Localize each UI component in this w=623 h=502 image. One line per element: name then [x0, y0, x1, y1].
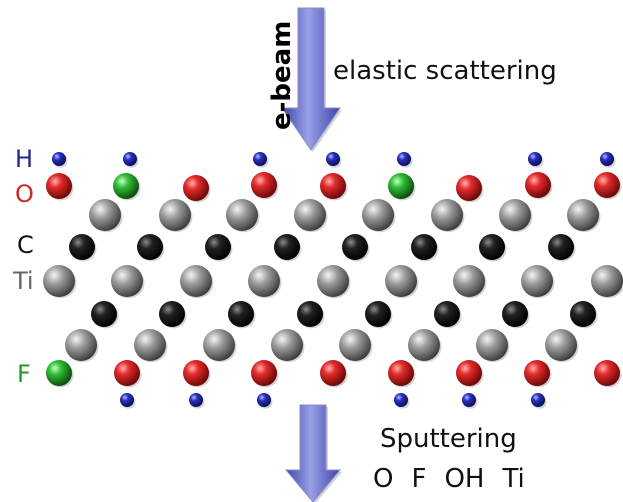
carbon-atom	[228, 301, 254, 327]
oxygen-atom	[183, 360, 209, 386]
oxygen-atom	[525, 172, 551, 198]
oxygen-atom	[114, 360, 140, 386]
titanium-atom	[294, 199, 326, 231]
oxygen-atom	[456, 360, 482, 386]
titanium-atom	[567, 199, 599, 231]
oxygen-atom	[388, 360, 414, 386]
titanium-atom	[317, 265, 349, 297]
ebeam-label: e-beam	[267, 20, 297, 130]
element-label-f: F	[17, 360, 31, 388]
hydrogen-atom	[600, 152, 614, 166]
titanium-atom	[499, 199, 531, 231]
titanium-atom	[476, 329, 508, 361]
sputtered-species-list: O F OH Ti	[373, 464, 525, 494]
fluorine-atom	[46, 360, 72, 386]
element-label-ti: Ti	[13, 267, 34, 295]
titanium-atom	[521, 265, 553, 297]
titanium-atom	[226, 199, 258, 231]
ebeam-arrow-icon	[281, 7, 342, 152]
carbon-atom	[434, 301, 460, 327]
titanium-atom	[408, 329, 440, 361]
carbon-atom	[69, 234, 95, 260]
fluorine-atom	[113, 173, 139, 199]
element-label-c: C	[17, 231, 34, 259]
carbon-atom	[274, 234, 300, 260]
titanium-atom	[385, 265, 417, 297]
titanium-atom	[43, 265, 75, 297]
carbon-atom	[91, 301, 117, 327]
carbon-atom	[137, 234, 163, 260]
carbon-atom	[479, 234, 505, 260]
titanium-atom	[111, 265, 143, 297]
species-oh: OH	[444, 464, 485, 494]
titanium-atom	[65, 329, 97, 361]
titanium-atom	[591, 265, 623, 297]
hydrogen-atom	[528, 152, 542, 166]
titanium-atom	[248, 265, 280, 297]
elastic-scattering-label: elastic scattering	[333, 56, 557, 86]
titanium-atom	[431, 199, 463, 231]
oxygen-atom	[320, 173, 346, 199]
hydrogen-atom	[394, 393, 408, 407]
titanium-atom	[89, 199, 121, 231]
oxygen-atom	[594, 172, 620, 198]
titanium-atom	[271, 329, 303, 361]
titanium-atom	[362, 199, 394, 231]
titanium-atom	[159, 199, 191, 231]
titanium-atom	[453, 265, 485, 297]
sputtering-label: Sputtering	[380, 424, 517, 454]
fluorine-atom	[388, 173, 414, 199]
oxygen-atom	[320, 360, 346, 386]
oxygen-atom	[251, 172, 277, 198]
atom-lattice	[43, 152, 623, 409]
hydrogen-atom	[257, 393, 271, 407]
titanium-atom	[339, 329, 371, 361]
carbon-atom	[365, 301, 391, 327]
titanium-atom	[545, 329, 577, 361]
titanium-atom	[203, 329, 235, 361]
oxygen-atom	[456, 175, 482, 201]
oxygen-atom	[524, 360, 550, 386]
carbon-atom	[297, 301, 323, 327]
element-label-o: O	[15, 180, 34, 208]
hydrogen-atom	[189, 393, 203, 407]
oxygen-atom	[594, 360, 620, 386]
hydrogen-atom	[397, 152, 411, 166]
hydrogen-atom	[326, 152, 340, 166]
hydrogen-atom	[253, 152, 267, 166]
sputtering-arrow-icon	[284, 404, 342, 502]
carbon-atom	[502, 301, 528, 327]
oxygen-atom	[183, 175, 209, 201]
carbon-atom	[548, 234, 574, 260]
hydrogen-atom	[52, 152, 66, 166]
carbon-atom	[411, 234, 437, 260]
species-f: F	[411, 464, 427, 494]
hydrogen-atom	[120, 393, 134, 407]
hydrogen-atom	[462, 393, 476, 407]
titanium-atom	[134, 329, 166, 361]
hydrogen-atom	[531, 393, 545, 407]
oxygen-atom	[251, 360, 277, 386]
species-ti: Ti	[502, 464, 525, 494]
oxygen-atom	[46, 173, 72, 199]
element-label-h: H	[15, 145, 34, 173]
carbon-atom	[342, 234, 368, 260]
species-o: O	[373, 464, 394, 494]
carbon-atom	[205, 234, 231, 260]
carbon-atom	[570, 301, 596, 327]
titanium-atom	[180, 265, 212, 297]
hydrogen-atom	[123, 152, 137, 166]
carbon-atom	[159, 301, 185, 327]
